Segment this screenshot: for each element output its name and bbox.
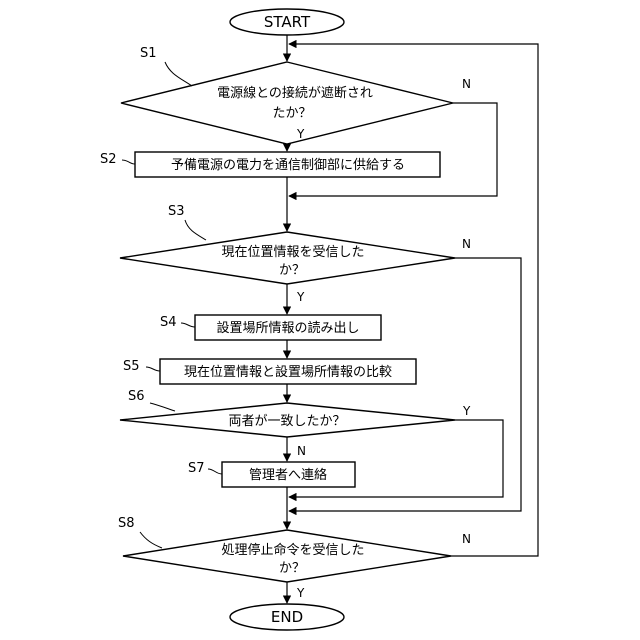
process-s5: 現在位置情報と設置場所情報の比較: [160, 359, 416, 384]
start-terminal: START: [230, 9, 344, 35]
s5-label: S5: [123, 359, 140, 374]
s2-label: S2: [100, 152, 117, 167]
decision-s1: 電源線との接続が遮断され たか？: [121, 62, 453, 144]
decision-s3: 現在位置情報を受信した か？: [120, 232, 455, 284]
s3-no-label: N: [462, 237, 471, 251]
s6-no-label: N: [297, 444, 306, 458]
step-label-s2: S2: [100, 152, 135, 167]
end-terminal: END: [230, 604, 344, 630]
end-label: END: [271, 608, 303, 626]
s1-text-line1: 電源線との接続が遮断され: [217, 85, 373, 101]
s7-label: S7: [188, 461, 205, 476]
s1-no-label: N: [462, 77, 471, 91]
step-label-s4: S4: [160, 315, 195, 330]
s1-label: S1: [140, 46, 157, 61]
s3-label: S3: [168, 204, 185, 219]
s7-text: 管理者へ連絡: [249, 467, 327, 483]
process-s7: 管理者へ連絡: [222, 462, 355, 487]
s5-text: 現在位置情報と設置場所情報の比較: [184, 364, 392, 380]
step-label-s3: S3: [168, 204, 206, 240]
step-label-s7: S7: [188, 461, 222, 476]
s4-label: S4: [160, 315, 177, 330]
s3-text-line2: か？: [279, 263, 305, 278]
s8-text-line1: 処理停止命令を受信した: [221, 542, 364, 558]
step-label-s6: S6: [128, 389, 175, 411]
s2-text: 予備電源の電力を通信制御部に供給する: [171, 157, 405, 173]
step-label-s5: S5: [123, 359, 160, 374]
s1-text-line2: たか？: [272, 106, 311, 121]
s4-text: 設置場所情報の読み出し: [216, 320, 359, 336]
step-label-s8: S8: [118, 516, 162, 548]
s6-label: S6: [128, 389, 145, 404]
process-s4: 設置場所情報の読み出し: [195, 315, 381, 340]
s6-yes-label: Y: [462, 404, 471, 418]
s3-yes-label: Y: [296, 290, 305, 304]
process-s2: 予備電源の電力を通信制御部に供給する: [135, 152, 440, 177]
s3-text-line1: 現在位置情報を受信した: [221, 245, 364, 260]
decision-s6: 両者が一致したか？: [120, 403, 455, 437]
s8-label: S8: [118, 516, 135, 531]
step-label-s1: S1: [140, 46, 192, 86]
decision-s8: 処理停止命令を受信した か？: [123, 530, 451, 582]
s8-no-label: N: [462, 532, 471, 546]
s1-yes-label: Y: [296, 127, 305, 141]
s8-text-line2: か？: [279, 561, 305, 576]
s6-text: 両者が一致したか？: [228, 414, 345, 429]
start-label: START: [264, 13, 311, 31]
s8-yes-label: Y: [296, 586, 305, 600]
